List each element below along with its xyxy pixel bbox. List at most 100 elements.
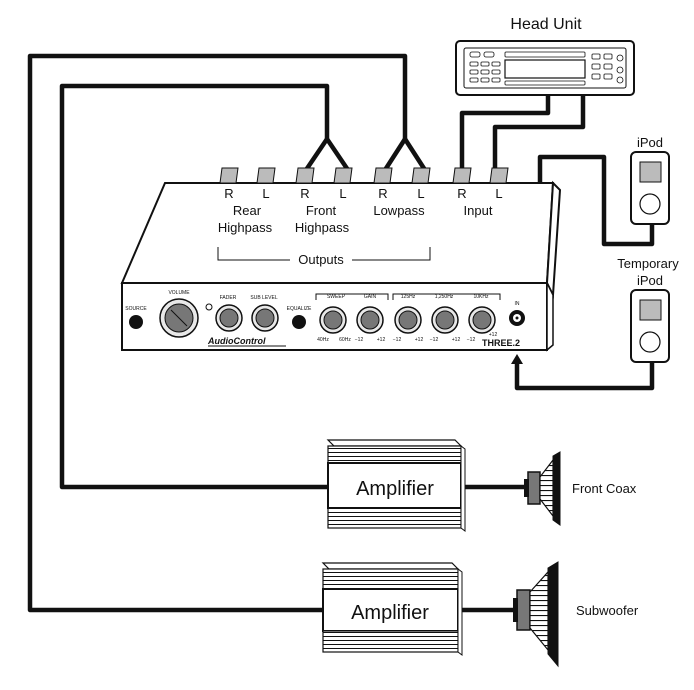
svg-text:R: R (300, 186, 309, 201)
svg-text:+12: +12 (452, 337, 461, 343)
amplifier-heatsink (322, 568, 459, 590)
wire-head-unit-to-input-r (459, 92, 551, 170)
fader-label: FADER (220, 295, 237, 301)
wire-rear-to-sub-amp (27, 53, 408, 613)
amplifier-sub-label: Amplifier (351, 602, 429, 624)
volume-label: VOLUME (168, 290, 190, 296)
amplifier-body (322, 588, 459, 632)
amplifier-heatsink (327, 445, 462, 464)
temporary-ipod-label-line1: Temporary (617, 256, 679, 271)
sweep-label: SWEEP (327, 294, 346, 300)
subwoofer-speaker-icon (513, 561, 559, 668)
svg-text:L: L (339, 186, 346, 201)
amplifier-sub: Amplifier (321, 562, 463, 656)
svg-text:−12: −12 (355, 337, 364, 343)
rca-connector (411, 167, 431, 184)
eq-1250hz-knob[interactable] (431, 306, 459, 334)
svg-text:R: R (457, 186, 466, 201)
band3-label: 10KHz (473, 294, 489, 300)
sub-level-knob[interactable] (251, 304, 279, 332)
svg-text:R: R (224, 186, 233, 201)
svg-text:L: L (495, 186, 502, 201)
rca-connector (452, 167, 472, 184)
amplifier-heatsink (322, 630, 459, 653)
head-unit-buttons (469, 51, 624, 86)
band1-label: 125Hz (401, 294, 416, 300)
gain-knob[interactable] (356, 306, 384, 334)
indicator-led (205, 303, 213, 311)
front-coax-speaker-icon (524, 451, 561, 526)
rca-connector (489, 167, 509, 184)
ipod-click-wheel-icon (639, 193, 661, 215)
temporary-ipod-screen (639, 299, 662, 321)
wire-y-split-front (304, 136, 350, 172)
rca-connector (256, 167, 276, 184)
svg-text:+12: +12 (415, 337, 424, 343)
ipod: iPod (630, 135, 670, 225)
source-button[interactable] (129, 315, 143, 329)
svg-text:−12: −12 (430, 337, 439, 343)
head-unit-label: Head Unit (510, 16, 582, 33)
gain-label: GAIN (364, 294, 377, 300)
equalize-button[interactable] (292, 315, 306, 329)
processor-unit: R L R L R L R L Rear Highpass Front High… (120, 167, 562, 352)
svg-text:−12: −12 (467, 337, 476, 343)
front-coax-label: Front Coax (572, 481, 637, 496)
rca-connector (295, 167, 315, 184)
rca-connectors (219, 167, 509, 184)
wire-head-unit-to-input-l (492, 92, 586, 170)
rear-label: Rear (233, 203, 262, 218)
wire-temp-ipod-to-front-in (514, 362, 655, 391)
wire-front-to-front-amp (59, 83, 330, 490)
front-input-jack[interactable] (509, 310, 525, 326)
sub-level-label: SUB LEVEL (250, 295, 277, 301)
input-label: Input (464, 203, 493, 218)
front-label: Front (306, 203, 337, 218)
eq-10khz-knob[interactable] (468, 306, 496, 334)
fader-knob[interactable] (215, 304, 243, 332)
temporary-ipod-click-wheel-icon (639, 331, 661, 353)
rear-highpass-label: Highpass (218, 220, 273, 235)
channel-labels: R L R L R L R L (224, 186, 502, 201)
wires (27, 53, 655, 613)
wire-y-split-lowpass (383, 136, 427, 172)
svg-text:+12: +12 (489, 332, 498, 338)
svg-text:+12: +12 (377, 337, 386, 343)
source-label: SOURCE (125, 306, 147, 312)
temporary-ipod-label-line2: iPod (637, 273, 663, 288)
rca-connector (219, 167, 239, 184)
amplifier-front-label: Amplifier (356, 478, 434, 500)
band2-label: 1,250Hz (435, 294, 454, 300)
in-label: IN (515, 301, 520, 307)
wire-ipod-to-processor (537, 154, 655, 247)
amplifier-heatsink (327, 507, 462, 529)
sweep-knob[interactable] (319, 306, 347, 334)
subwoofer-label: Subwoofer (576, 603, 639, 618)
head-unit-display (504, 59, 586, 79)
front-highpass-label: Highpass (295, 220, 350, 235)
rca-connector (373, 167, 393, 184)
arrow-head (511, 354, 523, 364)
volume-knob[interactable] (159, 298, 199, 338)
outputs-label: Outputs (298, 252, 344, 267)
model-label: THREE.2 (482, 338, 520, 348)
ipod-screen (639, 161, 662, 183)
svg-text:R: R (378, 186, 387, 201)
ipod-label: iPod (637, 135, 663, 150)
svg-text:L: L (262, 186, 269, 201)
brand-logo: AudioControl (207, 336, 266, 346)
svg-text:L: L (417, 186, 424, 201)
eq-125hz-knob[interactable] (394, 306, 422, 334)
temporary-ipod: Temporary iPod (617, 256, 679, 363)
lowpass-label: Lowpass (373, 203, 425, 218)
rca-connector (333, 167, 353, 184)
knob-scale-labels: 40Hz 60Hz −12 +12 −12 +12 −12 +12 −12 +1… (317, 332, 497, 343)
svg-text:−12: −12 (393, 337, 402, 343)
equalize-label: EQUALIZE (287, 306, 312, 312)
svg-text:60Hz: 60Hz (339, 337, 351, 343)
svg-text:40Hz: 40Hz (317, 337, 329, 343)
amplifier-front: Amplifier (326, 439, 466, 532)
head-unit: Head Unit (455, 16, 635, 96)
